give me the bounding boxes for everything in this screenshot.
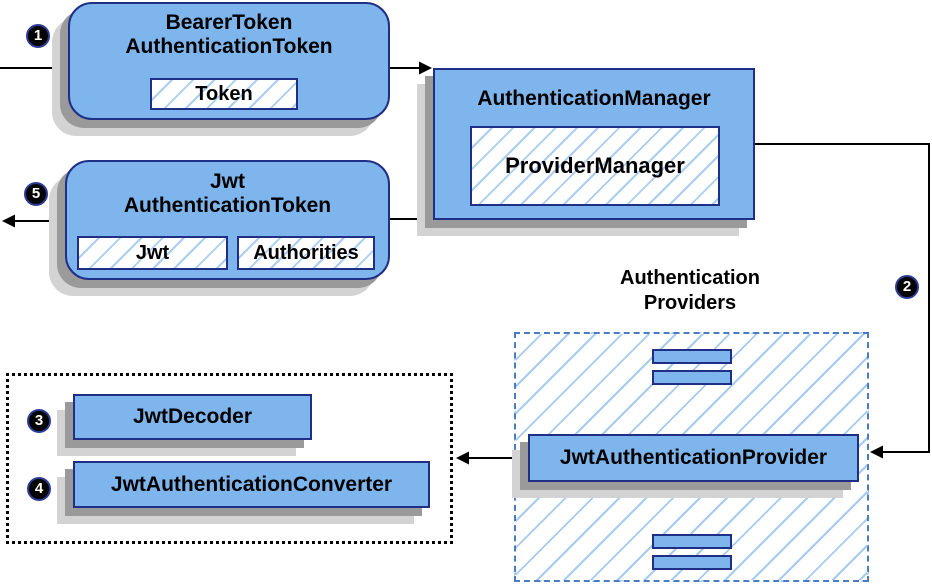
title-line1: Jwt <box>209 170 245 193</box>
node-title: JwtDecoder <box>132 405 253 428</box>
label-line2: Providers <box>643 292 737 314</box>
arrowhead-left-icon <box>456 451 469 465</box>
node-title: JwtAuthenticationConverter <box>110 472 393 496</box>
step-1-badge: 1 <box>26 24 50 48</box>
title-line2: AuthenticationToken <box>125 35 333 58</box>
provider-placeholder-rect <box>652 534 732 549</box>
authorities-chip: Authorities <box>237 236 375 270</box>
arrowhead-left-icon <box>2 214 15 228</box>
arrowhead-left-icon <box>870 445 883 459</box>
provider-placeholder-rect <box>652 555 732 570</box>
step-2-badge: 2 <box>895 275 919 299</box>
node-title: JwtAuthenticationProvider <box>559 446 828 469</box>
title-line1: BearerToken <box>165 11 293 34</box>
provider-manager-chip: ProviderManager <box>470 126 720 206</box>
authentication-manager-node: AuthenticationManager ProviderManager <box>433 68 755 220</box>
authentication-providers-label: Authentication Providers <box>570 266 810 316</box>
node-title: AuthenticationManager <box>477 87 711 110</box>
jwt-tools-container <box>6 373 453 544</box>
provider-placeholder-rect <box>652 370 732 385</box>
step-4-badge: 4 <box>27 477 51 501</box>
node-title: BearerToken AuthenticationToken <box>70 11 388 59</box>
jwt-decoder-node: JwtDecoder <box>73 394 312 440</box>
jwt-chip: Jwt <box>77 236 228 270</box>
provider-placeholder-rect <box>652 349 732 364</box>
step-3-badge: 3 <box>27 409 51 433</box>
jwt-authentication-converter-node: JwtAuthenticationConverter <box>73 461 430 508</box>
bearer-token-authentication-token-node: BearerToken AuthenticationToken Token <box>68 2 390 120</box>
node-title: Jwt AuthenticationToken <box>67 170 388 218</box>
jwt-authentication-provider-node: JwtAuthenticationProvider <box>528 434 859 482</box>
arrowhead-right-icon <box>419 61 432 75</box>
jwt-authentication-token-node: Jwt AuthenticationToken Jwt Authorities <box>65 160 390 280</box>
step-5-badge: 5 <box>24 182 48 206</box>
title-line2: AuthenticationToken <box>123 194 332 217</box>
flow-line-manager-to-provider <box>755 143 930 453</box>
label-line1: Authentication <box>620 267 760 289</box>
token-chip: Token <box>150 78 298 110</box>
